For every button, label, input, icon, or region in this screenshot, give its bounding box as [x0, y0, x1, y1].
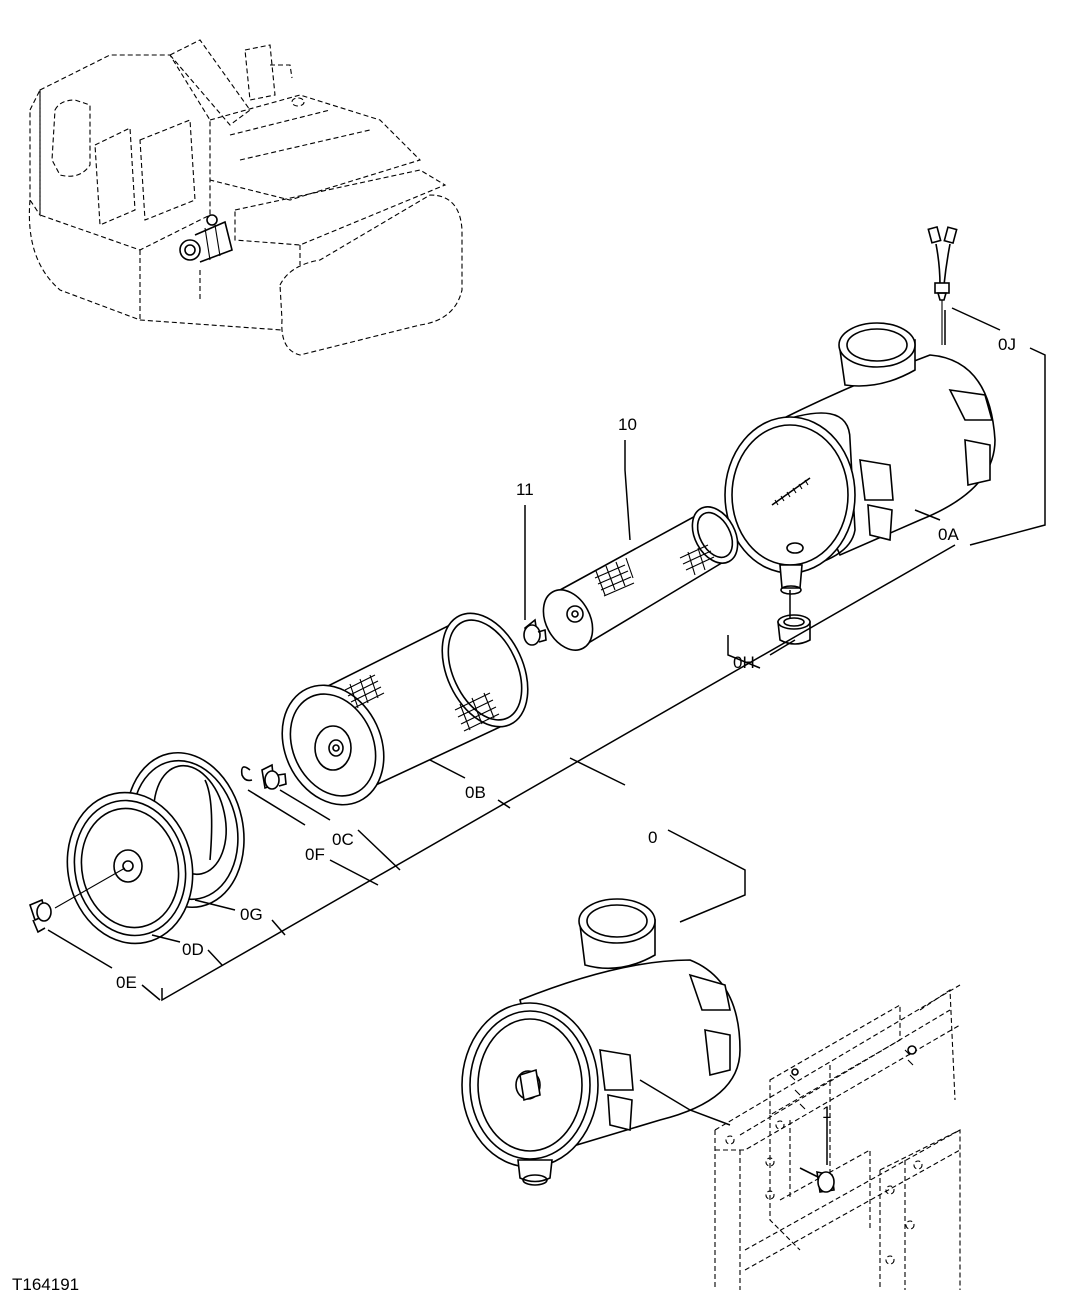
restriction-switch — [927, 225, 958, 345]
dust-valve — [777, 614, 811, 645]
secondary-filter-element — [542, 506, 739, 651]
callout-11: 11 — [516, 480, 534, 499]
callout-0: 0 — [648, 828, 657, 847]
callout-0g: 0G — [240, 905, 263, 924]
wing-nut-0e — [29, 898, 52, 934]
wing-nut-0c — [261, 763, 287, 790]
air-cleaner-assembly — [461, 898, 741, 1186]
excavator-locator-view — [28, 39, 463, 356]
gasket-ring — [240, 766, 253, 782]
callout-10: 10 — [618, 415, 637, 434]
callout-0a: 0A — [938, 525, 959, 544]
air-cleaner-housing — [724, 322, 996, 595]
leader-lines — [47, 307, 1046, 1165]
figure-id: T164191 — [12, 1275, 79, 1294]
callout-0f: 0F — [305, 845, 325, 864]
callout-0j: 0J — [998, 335, 1016, 354]
cap-screw — [799, 1167, 835, 1193]
callout-0b: 0B — [465, 783, 486, 802]
outer-cover — [54, 751, 245, 945]
callout-0e: 0E — [116, 973, 137, 992]
callout-0c: 0C — [332, 830, 354, 849]
callout-0h: 0H — [733, 653, 755, 672]
callout-1: 1 — [822, 1103, 831, 1122]
mounting-bracket — [714, 984, 961, 1290]
primary-filter-element — [281, 612, 529, 806]
wing-nut — [523, 618, 547, 646]
callout-0d: 0D — [182, 940, 204, 959]
